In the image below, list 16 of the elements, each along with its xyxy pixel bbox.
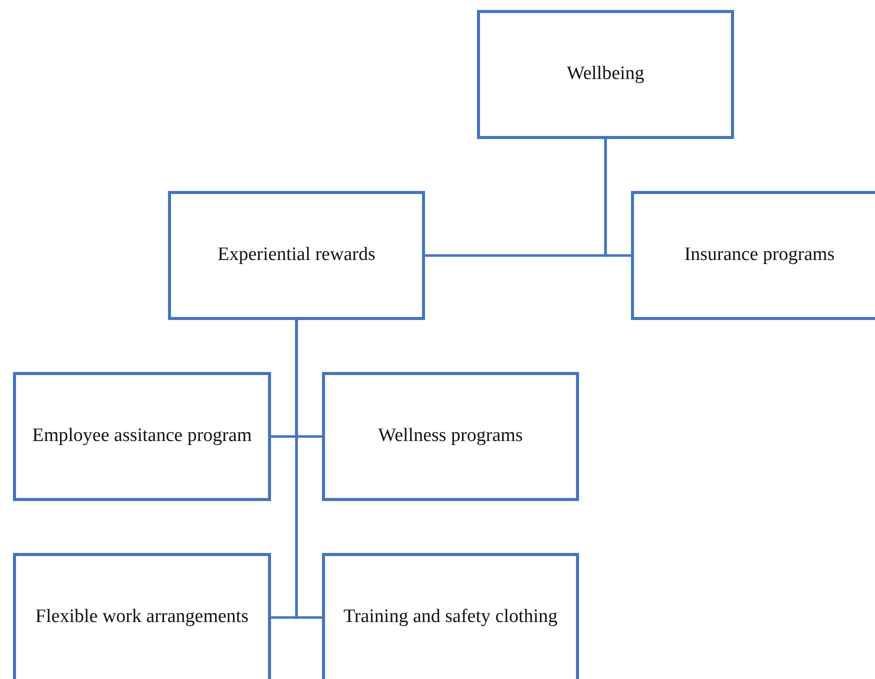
- node-box: [168, 191, 425, 320]
- node-label: Wellbeing: [566, 63, 644, 86]
- node-label: Insurance programs: [684, 244, 835, 267]
- node-label: Experiential rewards: [218, 244, 376, 267]
- node-box: [322, 372, 579, 501]
- node-label: Wellness programs: [378, 425, 523, 448]
- connector-line: [295, 318, 324, 619]
- node-box: [13, 553, 271, 679]
- node-label: Training and safety clothing: [343, 606, 558, 629]
- node-box: [477, 10, 734, 139]
- node-label: Employee assitance program: [32, 425, 252, 448]
- connector-line: [604, 138, 632, 257]
- node-box: [631, 191, 875, 320]
- node-box: [13, 372, 271, 501]
- node-box: [322, 553, 579, 679]
- node-label: Flexible work arrangements: [35, 606, 249, 629]
